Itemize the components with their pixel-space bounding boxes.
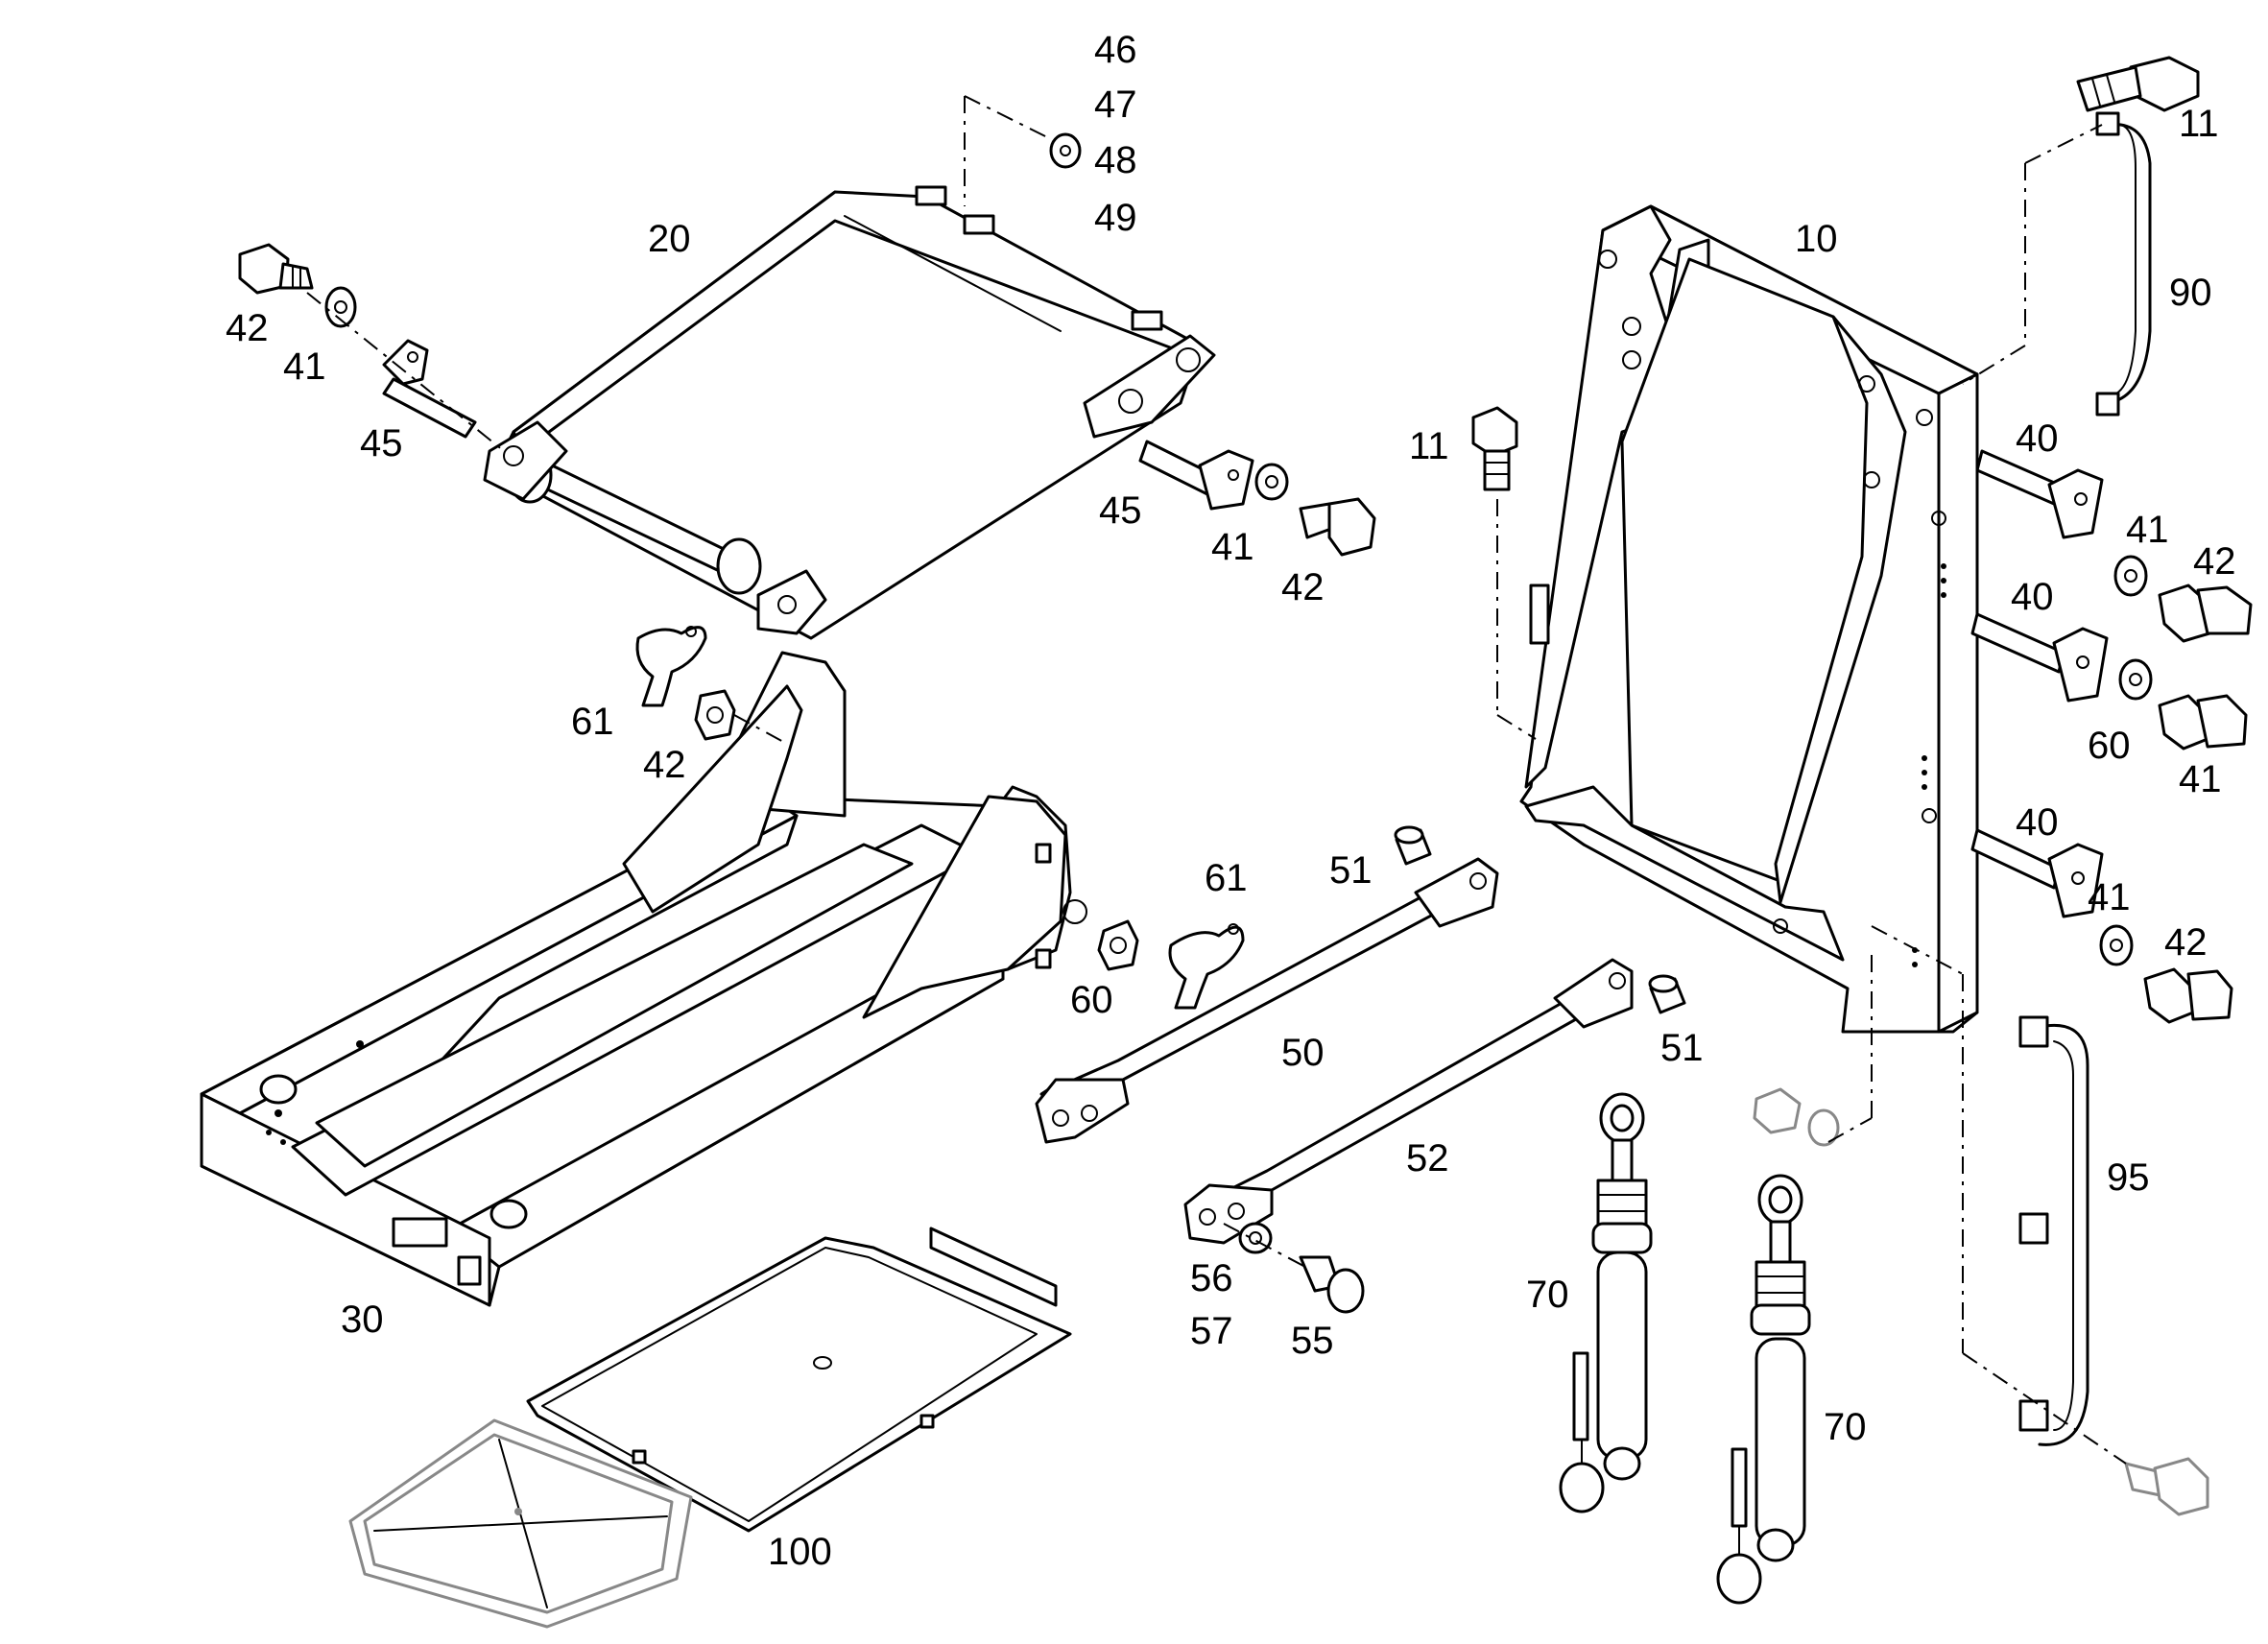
nut-and-washer[interactable]	[1753, 1087, 1840, 1147]
bolt-42-lower[interactable]	[2143, 967, 2233, 1024]
callout-50: 50	[1281, 1032, 1325, 1074]
clip-61-left[interactable]	[635, 626, 707, 707]
part-30-base-frame[interactable]	[200, 651, 1087, 1307]
bolt-95-lower[interactable]	[2124, 1457, 2209, 1516]
gas-spring-70-right[interactable]	[1716, 1174, 1811, 1605]
callout-10: 10	[1795, 218, 1838, 260]
seat-pad[interactable]	[348, 1418, 693, 1629]
washer-46-49-hole	[1060, 145, 1071, 156]
callout-40: 40	[2011, 576, 2054, 618]
callout-40: 40	[2016, 801, 2059, 844]
callout-100: 100	[768, 1531, 832, 1573]
callout-46: 46	[1094, 29, 1137, 71]
callout-70: 70	[1526, 1274, 1569, 1316]
strut-50[interactable]	[1035, 857, 1499, 1144]
pin-40-middle[interactable]	[1970, 612, 2109, 703]
bolt-42-right[interactable]	[1299, 497, 1376, 557]
callout-70: 70	[1824, 1406, 1867, 1448]
clip-61-right[interactable]	[1168, 923, 1245, 1010]
callout-51: 51	[1329, 849, 1373, 892]
washer-41-left[interactable]	[324, 286, 357, 328]
plate-100[interactable]	[526, 1227, 1072, 1533]
part-20-swing-frame[interactable]	[483, 185, 1216, 640]
callout-45: 45	[1099, 489, 1142, 532]
bolt-11-top[interactable]	[2076, 56, 2200, 112]
axis-line-bolt-11b	[1496, 714, 1537, 740]
gas-spring-70-left[interactable]	[1559, 1092, 1653, 1513]
callout-30: 30	[341, 1299, 384, 1341]
washer-41-lower[interactable]	[2099, 924, 2134, 966]
axis-line-95a	[1871, 925, 1964, 975]
axis-line-55	[1223, 1223, 1306, 1268]
washer-41-middle[interactable]	[2118, 658, 2153, 701]
callout-45: 45	[360, 422, 403, 465]
callout-11: 11	[2179, 103, 2219, 145]
callout-61: 61	[571, 701, 614, 743]
callout-57: 57	[1190, 1310, 1233, 1352]
callout-48: 48	[1094, 139, 1137, 181]
callout-labels: 46 47 48 49 11 90 20 10 42 41 45 11 40 4…	[226, 29, 2236, 1573]
bolt-42-middle[interactable]	[2158, 694, 2248, 751]
washer-41-upper[interactable]	[2113, 555, 2148, 597]
handle-95[interactable]	[2018, 1015, 2089, 1446]
axis-line-nut	[1827, 1117, 1873, 1143]
pin-40-lower[interactable]	[1970, 828, 2104, 918]
callout-40: 40	[2016, 417, 2059, 460]
bolt-11-vertical[interactable]	[1471, 406, 1518, 491]
part-10-rear-bracket[interactable]	[1519, 204, 1979, 1034]
callout-61: 61	[1205, 857, 1248, 899]
pin-45-left[interactable]	[382, 339, 477, 439]
washer-46-49[interactable]	[1049, 132, 1082, 169]
callout-55: 55	[1291, 1320, 1334, 1362]
callout-41: 41	[283, 345, 326, 388]
axis-line-washer-46b	[964, 95, 1052, 140]
callout-11: 11	[1409, 425, 1449, 467]
callout-42: 42	[2164, 921, 2208, 964]
callout-60: 60	[1070, 979, 1113, 1021]
axis-line-60	[733, 714, 788, 745]
axis-line-95c	[1962, 1352, 2127, 1465]
handle-90[interactable]	[2095, 111, 2152, 417]
bushing-60-right[interactable]	[1097, 919, 1139, 971]
callout-42: 41	[2179, 758, 2222, 800]
callout-52: 52	[1406, 1137, 1449, 1179]
bushing-60-left[interactable]	[694, 689, 736, 741]
axis-line-handle-90	[2024, 124, 2103, 164]
callout-49: 49	[1094, 197, 1137, 239]
callout-41: 60	[2088, 725, 2131, 767]
bushing-51-lower[interactable]	[1648, 974, 1686, 1014]
callout-51: 51	[1660, 1027, 1704, 1069]
bolt-42-upper[interactable]	[2158, 584, 2253, 643]
callout-42: 42	[2193, 540, 2236, 583]
pin-40-upper[interactable]	[1975, 449, 2104, 539]
callout-56: 56	[1190, 1257, 1233, 1299]
callout-42: 42	[1281, 566, 1325, 608]
callout-90: 90	[2169, 272, 2212, 314]
callout-41: 41	[2126, 509, 2169, 551]
washer-41-right[interactable]	[1254, 463, 1289, 501]
bushing-51-upper[interactable]	[1394, 825, 1432, 866]
callout-20: 20	[648, 218, 691, 260]
callout-42: 42	[226, 307, 269, 349]
callout-47: 47	[1094, 83, 1137, 126]
washer-56-57[interactable]	[1238, 1222, 1273, 1254]
callout-41: 41	[1211, 526, 1254, 568]
callout-95: 95	[2107, 1156, 2150, 1199]
axis-line-handle-90c	[1962, 345, 2026, 385]
callout-41: 41	[2088, 876, 2131, 918]
bolt-42-left[interactable]	[238, 243, 314, 295]
callout-60: 42	[643, 744, 686, 786]
pin-55[interactable]	[1299, 1255, 1365, 1314]
pin-45-right[interactable]	[1138, 440, 1254, 511]
axis-line-left-pin	[306, 292, 505, 452]
strut-52[interactable]	[1183, 958, 1634, 1245]
